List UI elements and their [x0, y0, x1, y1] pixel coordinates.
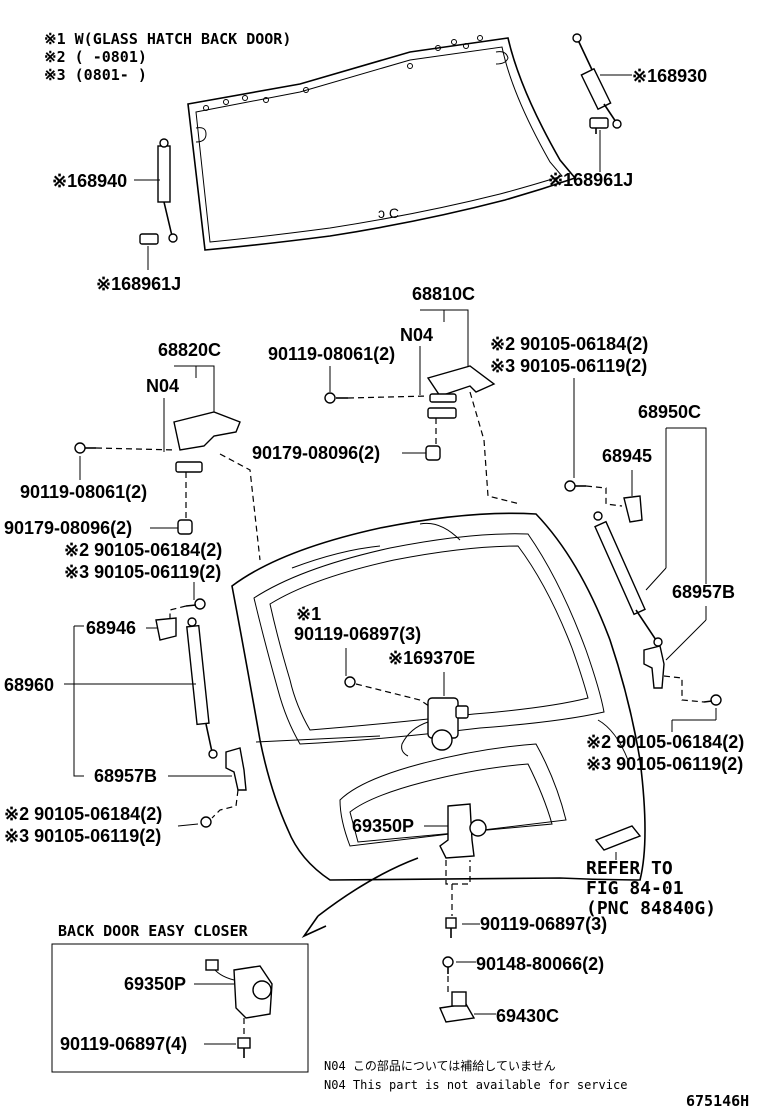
- label-68820C: 68820C: [158, 340, 221, 360]
- label-N04-right: N04: [400, 325, 433, 345]
- label-90105-06184-left-top: ※2 90105-06184(2): [64, 540, 222, 560]
- bolt-90119-06897-lower: [445, 917, 457, 938]
- screw-90148-80066: [442, 956, 454, 974]
- refer-to-label: REFER TO: [586, 858, 673, 879]
- ball-stud-right: [589, 117, 609, 134]
- refer-pnc-label: (PNC 84840G): [586, 898, 716, 919]
- label-68930: ※168930: [632, 66, 707, 86]
- ball-stud-left: [139, 233, 159, 245]
- label-69370E: ※169370E: [388, 648, 475, 668]
- label-box-69350P: 69350P: [124, 974, 186, 994]
- back-door-glass: ɔ C: [187, 35, 577, 251]
- label-69430C: 69430C: [496, 1006, 559, 1026]
- bracket-68946: [155, 617, 177, 641]
- bolt-90119-06897-upper: [344, 676, 356, 688]
- bracket-68945: [623, 495, 643, 523]
- bracket-68957B-left: [225, 747, 247, 791]
- label-90105-06119-right-top: ※3 90105-06119(2): [490, 356, 647, 376]
- note-range-2: ※2 ( -0801): [44, 48, 147, 66]
- label-68961J-right: ※168961J: [548, 170, 633, 190]
- label-90105-06119-right-mid: ※3 90105-06119(2): [586, 754, 743, 774]
- bolt-90105-right-mid: [703, 694, 722, 706]
- damper-left: [186, 617, 218, 759]
- hinge-left: [173, 411, 241, 473]
- figure-id: 675146H: [686, 1092, 749, 1110]
- damper-right: [593, 511, 663, 647]
- label-90105-06184-left-bottom: ※2 90105-06184(2): [4, 804, 162, 824]
- easy-closer-box: [51, 943, 309, 1073]
- label-68810C: 68810C: [412, 284, 475, 304]
- label-90119-06897-3-lower: 90119-06897(3): [480, 914, 607, 934]
- striker-69430C: [439, 991, 476, 1023]
- glass-damper-right: [572, 33, 622, 129]
- box-bolt-90119-06897: [237, 1037, 251, 1058]
- label-68957B-left: 68957B: [94, 766, 157, 786]
- label-68960: 68960: [4, 675, 54, 695]
- label-68950C: 68950C: [638, 402, 701, 422]
- label-69350P: 69350P: [352, 816, 414, 836]
- label-68946: 68946: [86, 618, 136, 638]
- label-90105-06184-right-mid: ※2 90105-06184(2): [586, 732, 744, 752]
- bolt-90105-left-top: [185, 598, 206, 610]
- arrow-to-detail: [301, 857, 419, 938]
- lock-assy-69370E: [401, 697, 469, 757]
- glass-damper-left: [157, 138, 178, 243]
- refer-fig-label: FIG 84-01: [586, 878, 684, 899]
- label-90179-08096-right: 90179-08096(2): [252, 443, 380, 463]
- hinge-right: [426, 365, 496, 419]
- note-range-3: ※3 (0801- ): [44, 66, 147, 84]
- part-84840G: [594, 825, 642, 851]
- label-90119-08061-right: 90119-08061(2): [268, 344, 395, 364]
- label-90148-80066: 90148-80066(2): [476, 954, 604, 974]
- bracket-68957B-right: [643, 645, 665, 689]
- svg-text:ɔ C: ɔ C: [378, 205, 399, 221]
- label-68945: 68945: [602, 446, 652, 466]
- closer-69350P: [439, 803, 487, 859]
- back-door-panel: [231, 512, 646, 881]
- bolt-90105-right-top: [564, 480, 586, 492]
- label-90119-08061-left: 90119-08061(2): [20, 482, 147, 502]
- label-N04-left: N04: [146, 376, 179, 396]
- label-90105-06119-left-top: ※3 90105-06119(2): [64, 562, 221, 582]
- label-90119-06897-3-upper: 90119-06897(3): [294, 624, 421, 644]
- label-68957B-right: 68957B: [672, 582, 735, 602]
- note-glass-hatch: ※1 W(GLASS HATCH BACK DOOR): [44, 30, 291, 48]
- footnote-en: N04 This part is not available for servi…: [324, 1078, 627, 1092]
- label-note-1: ※1: [296, 604, 321, 624]
- nut-90179-left: [177, 519, 193, 535]
- easy-closer-title: BACK DOOR EASY CLOSER: [58, 922, 249, 940]
- label-90105-06119-left-bottom: ※3 90105-06119(2): [4, 826, 161, 846]
- box-closer-69350P: [205, 959, 273, 1019]
- nut-90179-right: [425, 445, 441, 461]
- bolt-90119-left: [74, 442, 96, 454]
- bolt-90105-left-bottom: [200, 816, 212, 828]
- label-90179-08096-left: 90179-08096(2): [4, 518, 132, 538]
- label-68940: ※168940: [52, 171, 127, 191]
- label-90105-06184-right-top: ※2 90105-06184(2): [490, 334, 648, 354]
- footnote-jp: N04 この部品については補給していません: [324, 1058, 556, 1073]
- bolt-90119-right: [324, 392, 348, 404]
- label-box-90119-06897-4: 90119-06897(4): [60, 1034, 187, 1054]
- label-68961J-left: ※168961J: [96, 274, 181, 294]
